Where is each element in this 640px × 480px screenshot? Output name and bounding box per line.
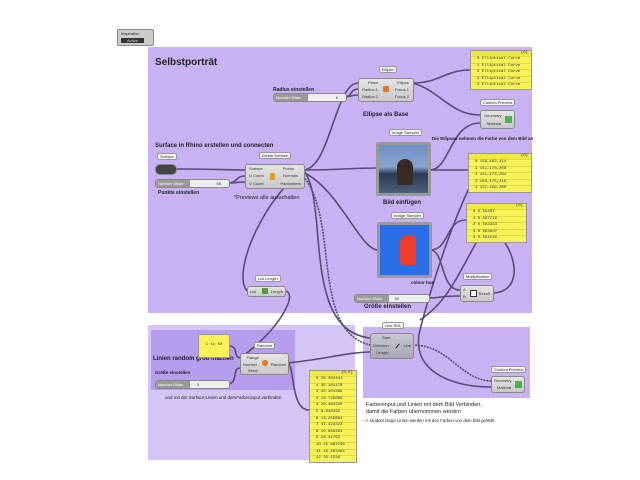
wire — [411, 344, 492, 382]
label-ellipse-base: Ellipse als Base — [363, 112, 409, 118]
tag-multiplication: Multiplication — [463, 273, 493, 280]
tag-image-sampler: Image Sampler — [389, 129, 423, 136]
wire — [302, 82, 359, 171]
wire — [227, 181, 246, 184]
panel-range[interactable]: 1 to 50 — [198, 334, 230, 358]
label-verbinden: und mit der Surface;Linien und demFarben… — [165, 395, 282, 400]
note-2: damit die Farben übernommen werden — [366, 409, 461, 415]
surface-param[interactable] — [155, 164, 177, 175]
wire — [286, 362, 310, 411]
wire — [302, 175, 371, 346]
wire — [302, 171, 379, 251]
group-name: Inspiration — [121, 31, 140, 36]
random-icon — [262, 360, 268, 366]
tag-custom-preview-2: Custom Preview — [491, 366, 527, 373]
portrait-figure — [397, 159, 413, 185]
preview-icon — [505, 116, 512, 123]
tag-ellipse: Ellipse — [379, 66, 397, 73]
note-3: --> random lange Linien werden mit den F… — [363, 418, 495, 423]
label-colour-hue: colour hue — [411, 280, 435, 285]
group-state: Active — [121, 38, 144, 43]
portrait-image-sampler[interactable] — [376, 142, 431, 196]
tag-surface: Surface — [157, 153, 177, 160]
line-icon — [395, 343, 400, 349]
ellipse-icon — [383, 86, 389, 92]
tag-random: Random — [254, 342, 276, 349]
label-ellipse-color: Die Ellipsen nehmen die Farbe von dem Bi… — [432, 136, 534, 141]
list-length-icon — [262, 288, 268, 294]
label-groesse-1: Größe einstellen — [364, 304, 412, 310]
hue-figure — [400, 235, 416, 265]
wire — [491, 235, 515, 294]
hue-image-sampler[interactable] — [377, 222, 432, 278]
preview-icon — [515, 381, 522, 388]
label-bild: Bild einfügen — [383, 200, 421, 206]
wire — [411, 69, 471, 84]
wire — [429, 122, 481, 171]
wire — [286, 351, 371, 364]
label-groesse-2: Größe einstellen — [155, 370, 191, 375]
wire — [411, 82, 481, 116]
top-group-badge[interactable]: Inspiration Active — [117, 29, 154, 46]
tag-list-length: List Length — [255, 275, 281, 282]
label-surface-note: Surface in Rhino erstellen und connecten — [155, 143, 274, 149]
label-previews: *Previews alle ausschalten — [234, 195, 300, 201]
wire — [239, 290, 291, 359]
label-linien-random: Linien random groß machen — [153, 356, 234, 362]
label-punkte: Punkte einstellen — [158, 190, 200, 196]
wire — [227, 345, 241, 359]
wire — [227, 367, 241, 385]
wire — [302, 167, 378, 171]
note-1: Farbeninput und Linien mit dem Bild Verb… — [366, 402, 482, 408]
wire — [427, 295, 461, 299]
wire — [242, 171, 304, 292]
wire — [429, 249, 461, 291]
wire — [302, 169, 371, 339]
multiply-icon — [470, 290, 477, 297]
tag-divide-surface: Divide Surface — [259, 152, 292, 159]
tag-custom-preview: Custom Preview — [480, 99, 516, 106]
label-radius: Radius einstellen — [273, 87, 315, 93]
divide-icon — [270, 173, 275, 180]
tag-image-sampler-2: Image Sampler — [391, 212, 425, 219]
wire — [417, 185, 492, 388]
page-title: Selbstporträt — [155, 57, 218, 68]
wire — [174, 168, 246, 171]
wire — [419, 235, 481, 321]
tag-line-sdl: Line SDL — [382, 322, 405, 329]
wire — [429, 219, 467, 251]
